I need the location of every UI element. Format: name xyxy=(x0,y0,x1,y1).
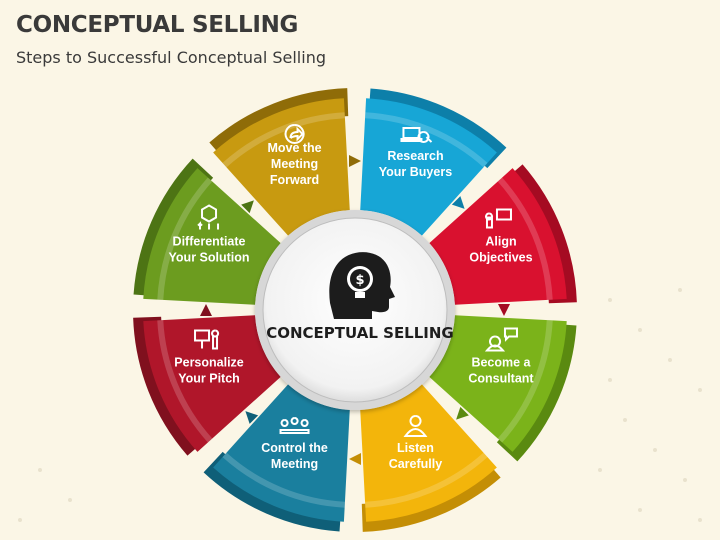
head-lightbulb-dollar-icon: $ xyxy=(329,252,395,319)
step-label: Forward xyxy=(270,173,319,187)
step-label: Your Pitch xyxy=(178,371,240,385)
step-label: Your Solution xyxy=(169,251,250,265)
segment-body xyxy=(429,315,567,452)
segment-arrow xyxy=(200,304,212,316)
segment-highlight xyxy=(222,112,345,168)
background-pattern xyxy=(18,288,702,522)
laptop-magnifier-icon xyxy=(400,127,433,143)
forward-arrow-icon xyxy=(284,124,305,144)
segment-body xyxy=(213,98,350,236)
segment-highlight xyxy=(365,452,488,508)
page-subtitle: Steps to Successful Conceptual Selling xyxy=(16,48,326,67)
consultant-chat-icon xyxy=(484,327,518,352)
cube-arrows-icon xyxy=(197,204,220,230)
step-label: Align xyxy=(485,235,516,249)
segment-body xyxy=(360,384,497,522)
segment-arrow xyxy=(245,411,259,424)
segment-arrow xyxy=(349,155,361,167)
segment-body xyxy=(143,315,281,452)
segment-arrow xyxy=(451,196,465,209)
step-label: Carefully xyxy=(389,457,443,471)
person-listening-icon xyxy=(403,414,428,437)
segment-arrow xyxy=(349,453,361,465)
segment-highlight xyxy=(497,177,553,300)
segment-body xyxy=(429,168,567,305)
step-label: Listen xyxy=(397,441,434,455)
presentation-pitch-icon xyxy=(194,329,220,350)
step-label: Become a xyxy=(471,355,531,369)
step-label: Move the xyxy=(267,141,321,155)
step-label: Meeting xyxy=(271,457,318,471)
step-label: Research xyxy=(387,149,443,163)
step-label: Consultant xyxy=(468,371,534,385)
step-label: Your Buyers xyxy=(379,165,452,179)
segment-highlight xyxy=(365,112,488,168)
step-label: Personalize xyxy=(174,355,244,369)
segment-body xyxy=(360,98,497,236)
segment-highlight xyxy=(497,320,553,443)
step-label: Differentiate xyxy=(173,235,246,249)
segment-body xyxy=(213,384,350,522)
center-hub: $ CONCEPTUAL SELLING xyxy=(255,210,455,410)
segment-arrow xyxy=(241,200,254,214)
svg-text:$: $ xyxy=(355,273,364,288)
segment-arrow xyxy=(456,406,469,420)
presenter-board-icon xyxy=(485,208,512,229)
step-label: Objectives xyxy=(469,251,532,265)
segment-highlight xyxy=(157,177,213,300)
step-segment: Become a Consultant xyxy=(429,315,577,462)
page-title: CONCEPTUAL SELLING xyxy=(16,12,299,38)
segment-highlight xyxy=(157,320,213,443)
meeting-table-icon xyxy=(279,416,310,434)
segment-body xyxy=(143,168,281,305)
step-label: Meeting xyxy=(271,157,318,171)
step-label: Control the xyxy=(261,441,328,455)
segment-arrow xyxy=(498,304,510,316)
segment-highlight xyxy=(222,452,345,508)
center-label: CONCEPTUAL SELLING xyxy=(266,324,454,342)
